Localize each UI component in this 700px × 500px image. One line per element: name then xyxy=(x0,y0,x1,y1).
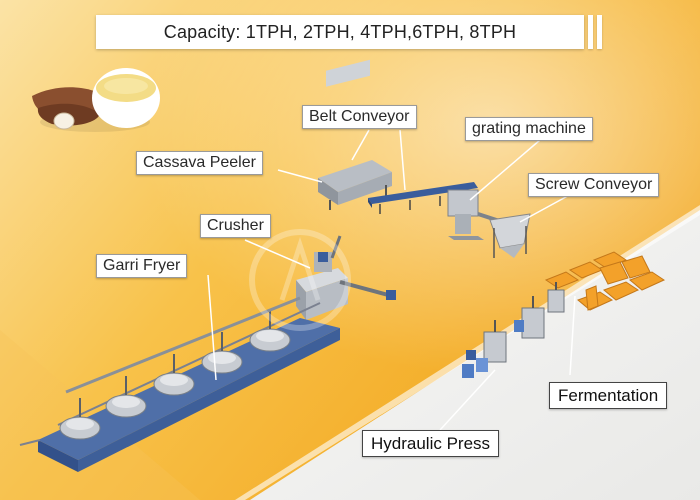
garri-fryer-line xyxy=(19,296,340,472)
label-belt-conveyor: Belt Conveyor xyxy=(302,105,417,129)
label-garri-fryer: Garri Fryer xyxy=(96,254,188,278)
label-fermentation: Fermentation xyxy=(549,382,668,409)
watermark-logo xyxy=(249,229,351,331)
fermentation-trays xyxy=(544,251,666,311)
pointer-lines xyxy=(207,129,576,431)
label-screw-conveyor: Screw Conveyor xyxy=(528,173,660,197)
cassava-peeler-machine xyxy=(318,59,392,210)
label-cassava-peeler: Cassava Peeler xyxy=(136,151,263,175)
belt-conveyor-machine xyxy=(368,182,478,214)
label-crusher: Crusher xyxy=(200,214,271,238)
capacity-title: Capacity: 1TPH, 2TPH, 4TPH,6TPH, 8TPH xyxy=(96,15,584,49)
screw-conveyor-machine xyxy=(477,212,531,258)
grating-machine xyxy=(447,189,484,240)
hydraulic-presses xyxy=(462,282,565,378)
title-decoration-bar-1 xyxy=(588,15,593,49)
cassava-flour-image xyxy=(32,68,160,132)
label-grating-machine: grating machine xyxy=(465,117,593,141)
title-decoration-bar-2 xyxy=(597,15,602,49)
label-hydraulic-press: Hydraulic Press xyxy=(362,430,500,457)
